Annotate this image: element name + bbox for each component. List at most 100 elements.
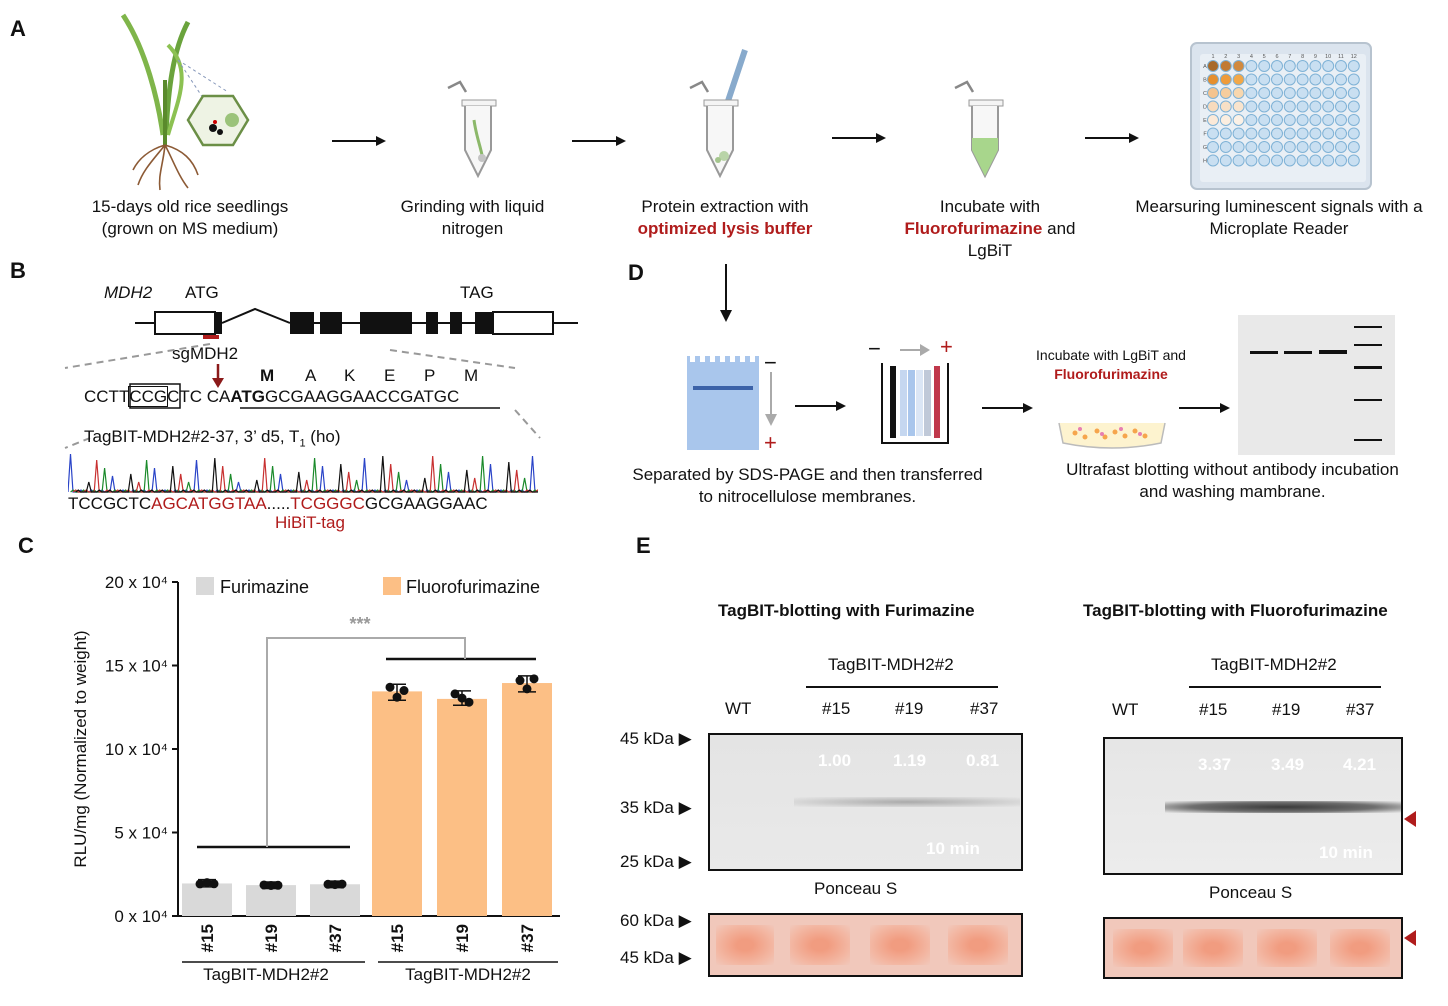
plate-well: [1245, 60, 1258, 72]
plate-well: [1271, 100, 1283, 113]
lane-37: #37: [1346, 700, 1375, 719]
furi-value-19: 1.19: [893, 751, 927, 770]
bar: [437, 698, 487, 916]
plate-well: [1219, 154, 1232, 167]
gel-minus-sign: −: [764, 350, 777, 375]
sds-caption: Separated by SDS-PAGE and then transferr…: [600, 464, 1015, 508]
legend-swatch-fluorofurimazine: [383, 577, 401, 595]
plate-well: [1219, 73, 1232, 86]
plate-well: [1258, 114, 1271, 126]
kda-45-text: 45 kDa: [620, 729, 674, 748]
kda-35: 35 kDa ▶: [620, 798, 692, 817]
plate-well: [1258, 154, 1271, 167]
line-title-sub: 1: [299, 437, 306, 450]
step3-label: Protein extraction with optimized lysis …: [605, 196, 845, 240]
ultrafast-line2: and washing mambrane.: [1139, 482, 1326, 501]
plate-well: [1207, 87, 1219, 99]
furimazine-blot-title: TagBIT-blotting with Furimazine: [718, 601, 975, 620]
plate-well: [1309, 100, 1322, 113]
ultrafast-line1: Ultrafast blotting without antibody incu…: [1066, 460, 1399, 479]
step3-line2: optimized lysis buffer: [637, 219, 813, 238]
plate-well: [1245, 127, 1258, 140]
plate-well: [1296, 100, 1309, 113]
legend-label-furimazine: Furimazine: [220, 577, 309, 597]
fluoro-ponceau-label: Ponceau S: [1209, 883, 1293, 902]
plate-well: [1232, 127, 1245, 140]
plate-well: [1207, 60, 1219, 72]
plate-col-label: 7: [1288, 54, 1291, 60]
ponceau-lane: [716, 925, 774, 965]
aa-1: M: [260, 366, 275, 385]
step4-line1: Incubate with: [939, 197, 1041, 216]
data-point: [450, 689, 460, 699]
panel-label-a: A: [10, 16, 26, 41]
step4-and: and: [1047, 219, 1076, 238]
stop-codon-label: TAG: [460, 283, 494, 302]
plate-col-label: 5: [1263, 54, 1266, 60]
fluoro-band: [1165, 801, 1401, 813]
plate-well: [1309, 73, 1322, 86]
plate-well: [1258, 100, 1271, 113]
plate-well: [1296, 60, 1309, 72]
plate-row-label: B: [1203, 78, 1207, 84]
kda-35-text: 35 kDa: [620, 798, 674, 817]
plate-well: [1335, 60, 1347, 72]
y-tick-label: 15 x 10⁴: [105, 657, 168, 676]
panel-label-c: C: [18, 533, 34, 558]
plate-well: [1271, 114, 1283, 126]
furimazine-group-label: TagBIT-MDH2#2: [828, 655, 954, 674]
plate-well: [1245, 154, 1258, 167]
legend-swatch-furimazine: [196, 577, 214, 595]
aa-2: A: [305, 366, 317, 385]
step1-line1: 15-days old rice seedlings: [91, 197, 289, 216]
plate-well: [1207, 141, 1219, 153]
data-point: [457, 693, 467, 703]
seq-pam-box: CCG: [128, 386, 169, 407]
plate-well: [1232, 100, 1245, 113]
plate-well: [1309, 154, 1322, 167]
plate-well: [1245, 87, 1258, 99]
legend-label-fluorofurimazine: Fluorofurimazine: [406, 577, 540, 597]
plate-well: [1296, 154, 1309, 167]
seq-part-b: CTC CA: [167, 387, 231, 406]
gene-name: MDH2: [104, 283, 153, 302]
kda-60-pon-text: 60 kDa: [620, 911, 674, 930]
arrow-icon: [982, 403, 1033, 413]
plate-well: [1219, 114, 1232, 126]
plate-well: [1309, 60, 1322, 72]
plate-col-label: 4: [1250, 54, 1253, 60]
lane-37: #37: [970, 699, 999, 718]
fluoro-group-label: TagBIT-MDH2#2: [1211, 655, 1337, 674]
tank-plus-sign: +: [940, 334, 953, 359]
sds-caption-line2: to nitrocellulose membranes.: [698, 487, 917, 506]
bar: [372, 691, 422, 916]
tube-extraction-icon: [689, 49, 748, 179]
plate-well: [1245, 100, 1258, 113]
fluoro-value-15: 3.37: [1198, 755, 1232, 774]
step4-line3: LgBiT: [967, 241, 1013, 260]
sds-caption-line1: Separated by SDS-PAGE and then transferr…: [632, 465, 983, 484]
plate-col-label: 1: [1211, 54, 1214, 60]
zoom-guide-lines: [64, 343, 541, 449]
plate-well: [1296, 114, 1309, 126]
plate-well: [1335, 100, 1347, 113]
sanger-read: TCCGCTCAGCATGGTAA.....TCGGGCGCGAAGGAAC: [68, 494, 488, 514]
seq-atg: ATG: [230, 387, 266, 406]
plate-row-label: C: [1203, 91, 1207, 97]
plate-well: [1245, 114, 1258, 126]
plate-well: [1219, 87, 1232, 99]
plate-well: [1322, 60, 1335, 72]
plate-well: [1322, 141, 1335, 153]
x-tick-label: #37: [518, 924, 537, 952]
cut-site-arrow-icon: [212, 364, 224, 388]
plate-col-label: 2: [1224, 54, 1227, 60]
data-point: [266, 880, 276, 890]
kda-60-pon: 60 kDa ▶: [620, 911, 692, 930]
fluoro-value-37: 4.21: [1343, 755, 1377, 774]
kda-45-pon-text: 45 kDa: [620, 948, 674, 967]
plate-well: [1207, 100, 1219, 113]
plate-col-label: 6: [1275, 54, 1278, 60]
plate-well: [1219, 60, 1232, 72]
plate-well: [1322, 87, 1335, 99]
ponceau-lane: [790, 925, 850, 965]
